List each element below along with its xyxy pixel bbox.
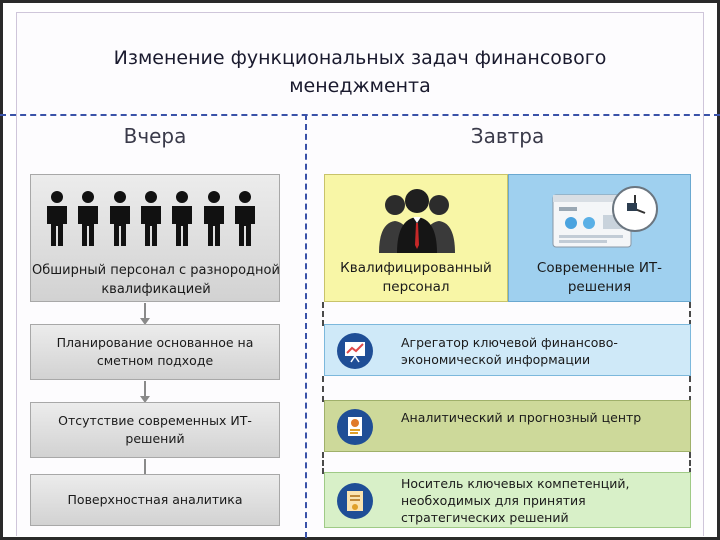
person-icon <box>47 191 67 246</box>
right-item-aggregator: Агрегатор ключевой финансово-экономическ… <box>324 324 691 376</box>
certificate-icon <box>337 483 373 519</box>
connector-dashed <box>322 376 324 402</box>
chart-presentation-icon <box>337 333 373 369</box>
staff-label: Обширный персонал с разнородной квалифик… <box>32 263 280 297</box>
left-item-analytics: Поверхностная аналитика <box>30 474 280 526</box>
staff-icons <box>46 190 256 246</box>
arrow-down-icon <box>140 303 150 325</box>
qualified-staff-label: Квалифицированный персонал <box>340 260 492 295</box>
person-icon <box>140 191 161 246</box>
qualified-staff-panel: Квалифицированный персонал <box>324 174 508 302</box>
right-item-text: Носитель ключевых компетенций, необходим… <box>401 476 630 525</box>
column-heading-yesterday: Вчера <box>123 124 187 148</box>
it-solutions-label: Современные ИТ-решения <box>536 260 663 295</box>
left-item-planning: Планирование основанное на сметном подхо… <box>30 324 280 380</box>
column-heading-tomorrow: Завтра <box>470 124 545 148</box>
person-icon <box>234 191 255 246</box>
business-team-icon <box>379 189 455 253</box>
right-item-analytics-center: Аналитический и прогнозный центр <box>324 400 691 452</box>
person-icon <box>203 191 224 246</box>
connector-dashed <box>322 452 324 474</box>
it-solutions-panel: Современные ИТ-решения <box>508 174 691 302</box>
page-title: Изменение функциональных задач финансово… <box>113 47 607 97</box>
connector-dashed <box>322 302 324 326</box>
right-item-text: Аналитический и прогнозный центр <box>401 410 642 425</box>
connector-dashed <box>689 302 691 326</box>
column-divider <box>305 114 307 538</box>
person-icon <box>172 191 193 246</box>
person-icon <box>109 191 130 246</box>
right-item-text: Агрегатор ключевой финансово-экономическ… <box>401 335 618 367</box>
connector-dashed <box>689 376 691 402</box>
header-divider <box>0 114 720 116</box>
person-icon <box>78 191 99 246</box>
right-item-competencies: Носитель ключевых компетенций, необходим… <box>324 472 691 528</box>
left-item-no-it: Отсутствие современных ИТ-решений <box>30 402 280 458</box>
arrow-down-icon <box>140 381 150 403</box>
dashboard-clock-icon <box>552 186 658 248</box>
connector-dashed <box>689 452 691 474</box>
analytics-report-icon <box>337 409 373 445</box>
